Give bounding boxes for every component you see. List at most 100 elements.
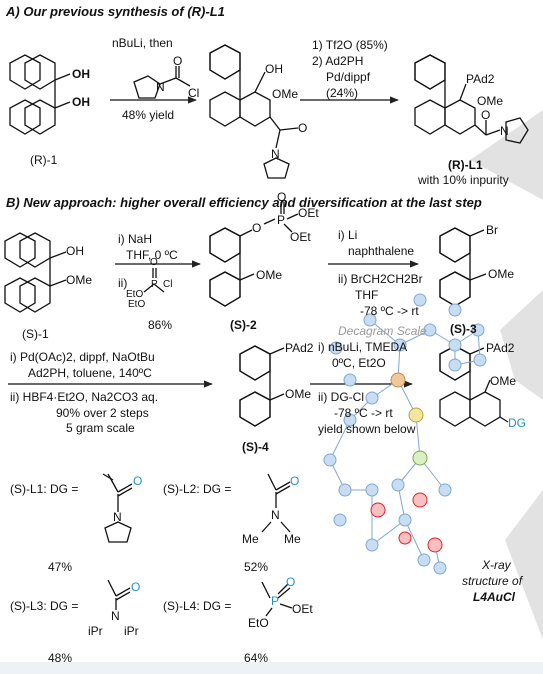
atom-o-reagent: O <box>173 54 183 68</box>
step-b1-line3: ii) <box>118 276 128 290</box>
step-b2-line5: -78 ºC -> rt <box>360 304 419 318</box>
atom-oh-3: OH <box>265 62 283 76</box>
step-b1-line2: THF, 0 ºC <box>126 248 178 262</box>
step-a1-line1: nBuLi, then <box>112 36 173 50</box>
molecule-r1 <box>9 54 71 135</box>
reagent-chlorophosphate <box>143 268 165 293</box>
atom-o-s2-top: O <box>277 190 287 204</box>
atom-o-l4-dg: O <box>286 575 296 589</box>
atom-ome-a: OMe <box>477 94 504 108</box>
step-b2-line4: THF <box>355 288 379 302</box>
ligand-l2-yield: 52% <box>244 560 269 574</box>
step-b4-line1: i) nBuLi, TMEDA <box>318 340 408 354</box>
step-b4-line4: -78 ºC -> rt <box>334 406 393 420</box>
bottom-strip <box>0 662 543 674</box>
ligand-l4-label: (S)-L4: DG = <box>163 599 232 613</box>
atom-oet-s2-2: OEt <box>290 230 311 244</box>
molecule-s2 <box>209 202 299 307</box>
atom-p-l4-dg: P <box>271 594 280 608</box>
grey-banner-right <box>500 290 543 400</box>
xray-caption-line2: structure of <box>462 574 523 588</box>
ligand-l4-yield: 64% <box>244 651 269 665</box>
step-b3-line5: 5 gram scale <box>66 421 135 435</box>
atom-ome-final: OMe <box>490 374 517 388</box>
atom-me-l2-2: Me <box>284 532 301 546</box>
ligand-l1-yield: 47% <box>48 560 73 574</box>
atom-cl-reagent-b: Cl <box>163 279 173 290</box>
atom-eto-reagent-2: EtO <box>128 299 146 310</box>
atom-oh-b1: OH <box>66 244 84 258</box>
atom-pad2-final: PAd2 <box>486 341 515 355</box>
step-a2-line1: 1) Tf2O (85%) <box>312 38 388 52</box>
atom-o-l3-dg: O <box>131 580 141 594</box>
dg-fragment-l2 <box>261 473 291 533</box>
step-b1-yield: 86% <box>148 318 173 332</box>
atom-o-l2-dg: O <box>290 474 300 488</box>
section-b-header: B) New approach: higher overall efficien… <box>6 195 482 210</box>
step-b3-line2: Ad2PH, toluene, 140ºC <box>28 366 152 380</box>
step-a2-line4: (24%) <box>326 86 359 100</box>
step-a2-line3: Pd/dippf <box>326 70 371 84</box>
atom-n-reagent: N <box>156 80 165 94</box>
atom-oh-1: OH <box>72 67 90 81</box>
atom-pad2-s4: PAd2 <box>285 341 314 355</box>
sm-label-b: (S)-1 <box>22 327 49 341</box>
atom-o-reagent-b: O <box>150 257 158 268</box>
atom-n-l3-dg: N <box>111 609 120 623</box>
atom-o-amide-a: O <box>298 121 308 135</box>
atom-p-reagent-b: P <box>151 279 158 290</box>
scale-note: Decagram Scale <box>338 324 427 338</box>
grey-banner-top <box>470 110 543 200</box>
molecule-s1 <box>4 232 67 313</box>
atom-ome-s2: OMe <box>256 268 283 282</box>
xray-caption-line1: X-ray <box>482 558 511 572</box>
step-b3-line4: 90% over 2 steps <box>56 406 149 420</box>
xray-structure <box>323 293 487 575</box>
step-b3-line3: ii) HBF4·Et2O, Na2CO3 aq. <box>10 390 159 404</box>
step-b2-line3: ii) BrCH2CH2Br <box>338 272 423 286</box>
atom-ome-s3: OMe <box>488 267 515 281</box>
grey-banner-bottom <box>505 490 543 640</box>
atom-oh-2: OH <box>72 95 90 109</box>
atom-n-l1-dg: N <box>113 510 122 524</box>
atom-o-l1-dg: O <box>133 474 143 488</box>
atom-ome-s4: OMe <box>285 387 312 401</box>
atom-ipr-l3-2: iPr <box>124 624 139 638</box>
atom-o-s2-link: O <box>252 221 262 235</box>
int4-label: (S)-4 <box>242 440 269 454</box>
atom-oet-s2-1: OEt <box>298 206 319 220</box>
atom-eto-reagent-1: EtO <box>126 289 144 300</box>
step-b2-line1: i) Li <box>338 228 358 242</box>
int3-label: (S)-3 <box>450 322 477 336</box>
ligand-l3-yield: 48% <box>48 651 73 665</box>
atom-cl-reagent: Cl <box>188 86 200 100</box>
final-dg: DG <box>508 416 526 430</box>
molecule-s3 <box>439 227 487 307</box>
step-b4-line2: 0ºC, Et2O <box>332 356 386 370</box>
atom-pad2-a: PAd2 <box>466 72 495 86</box>
atom-ipr-l3-1: iPr <box>88 624 103 638</box>
step-b1-line1: i) NaH <box>118 232 153 246</box>
step-b3-line1: i) Pd(OAc)2, dippf, NaOtBu <box>10 350 155 364</box>
product-label-a: (R)-L1 <box>448 158 483 172</box>
ligand-l1-label: (S)-L1: DG = <box>10 482 79 496</box>
reagent-carbamoyl-chloride <box>133 66 191 99</box>
molecule-a-intermediate <box>209 44 299 179</box>
step-b4-line5: yield shown below <box>318 422 416 436</box>
step-a1-yield: 48% yield <box>122 108 175 122</box>
step-a2-line2: 2) Ad2PH <box>312 54 364 68</box>
dg-fragment-l1 <box>102 473 133 543</box>
atom-eto-l4: EtO <box>248 616 269 630</box>
dg-fragment-l3 <box>107 579 131 610</box>
sm-label-a: (R)-1 <box>30 153 58 167</box>
atom-me-l2-1: Me <box>242 532 259 546</box>
molecule-s4 <box>239 345 285 427</box>
molecule-r-l1 <box>414 54 529 144</box>
step-b2-line2: naphthalene <box>348 244 415 258</box>
int2-label: (S)-2 <box>230 318 257 332</box>
atom-ome-b1: OMe <box>66 273 93 287</box>
xray-caption-line3: L4AuCl <box>473 590 515 604</box>
dg-fragment-l4 <box>261 581 293 617</box>
atom-br: Br <box>486 223 498 237</box>
